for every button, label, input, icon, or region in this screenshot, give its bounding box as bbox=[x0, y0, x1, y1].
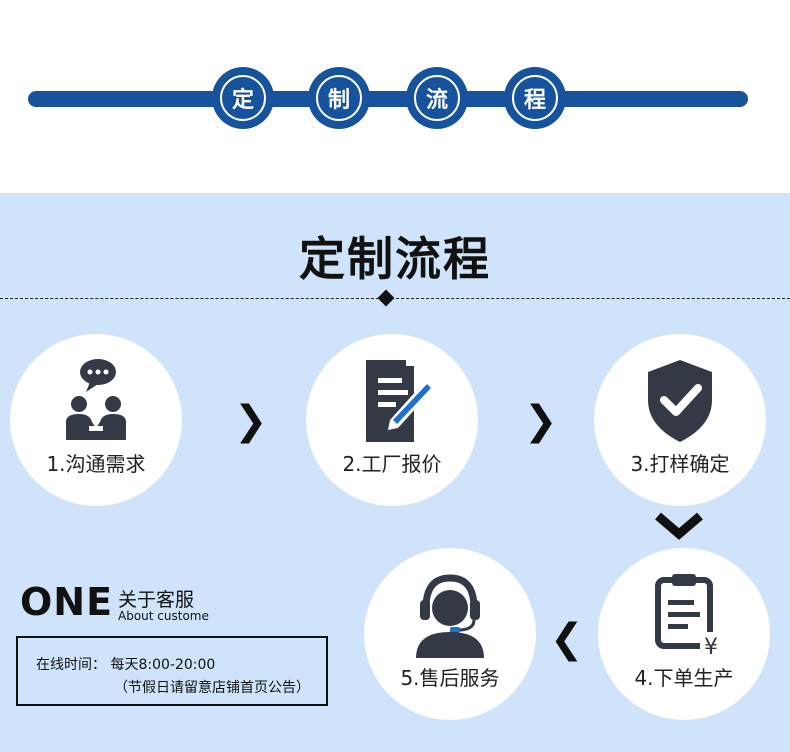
step-3-card: 3.打样确定 bbox=[594, 334, 766, 506]
service-hours-line: 在线时间： 每天8:00-20:00 bbox=[36, 657, 216, 673]
document-pen-icon bbox=[366, 360, 434, 442]
shield-check-icon bbox=[648, 360, 712, 442]
header-bar bbox=[28, 91, 748, 107]
about-title-en: About custome bbox=[118, 609, 209, 623]
clipboard-yen-icon: ¥ bbox=[655, 574, 722, 660]
about-one-heading: ONE bbox=[20, 580, 114, 624]
step-5-card: 5.售后服务 bbox=[364, 548, 536, 720]
header-badge: 程 bbox=[504, 67, 566, 129]
about-title-cn: 关于客服 bbox=[118, 589, 195, 611]
chevron-right-icon: ❯ bbox=[524, 398, 558, 444]
chevron-left-icon: ❯ bbox=[550, 616, 584, 662]
header-badge-text: 程 bbox=[512, 75, 558, 121]
chevron-right-icon: ❯ bbox=[234, 398, 268, 444]
header-badge-text: 定 bbox=[220, 75, 266, 121]
header-badge-text: 制 bbox=[316, 75, 362, 121]
header-badge: 定 bbox=[212, 67, 274, 129]
holiday-notice: （节假日请留意店铺首页公告） bbox=[114, 680, 310, 696]
svg-text:¥: ¥ bbox=[704, 635, 718, 660]
section-title: 定制流程 bbox=[299, 232, 491, 286]
step-label: 5.售后服务 bbox=[400, 666, 500, 690]
step-1-card: 1.沟通需求 bbox=[10, 334, 182, 506]
people-chat-icon bbox=[66, 359, 126, 440]
step-label: 1.沟通需求 bbox=[46, 452, 146, 476]
header-badge: 流 bbox=[406, 67, 468, 129]
header-area: 定 制 流 程 bbox=[0, 0, 790, 193]
headset-agent-icon bbox=[416, 574, 484, 658]
step-label: 4.下单生产 bbox=[634, 666, 734, 690]
step-label: 2.工厂报价 bbox=[342, 452, 442, 476]
step-label: 3.打样确定 bbox=[630, 452, 730, 476]
step-2-card: 2.工厂报价 bbox=[306, 334, 478, 506]
dashed-divider bbox=[0, 298, 790, 299]
chevron-down-icon bbox=[655, 512, 703, 540]
header-badge-text: 流 bbox=[414, 75, 460, 121]
service-hours-box: 在线时间： 每天8:00-20:00 （节假日请留意店铺首页公告） bbox=[16, 636, 328, 706]
header-badge: 制 bbox=[308, 67, 370, 129]
step-4-card: ¥ 4.下单生产 bbox=[598, 548, 770, 720]
